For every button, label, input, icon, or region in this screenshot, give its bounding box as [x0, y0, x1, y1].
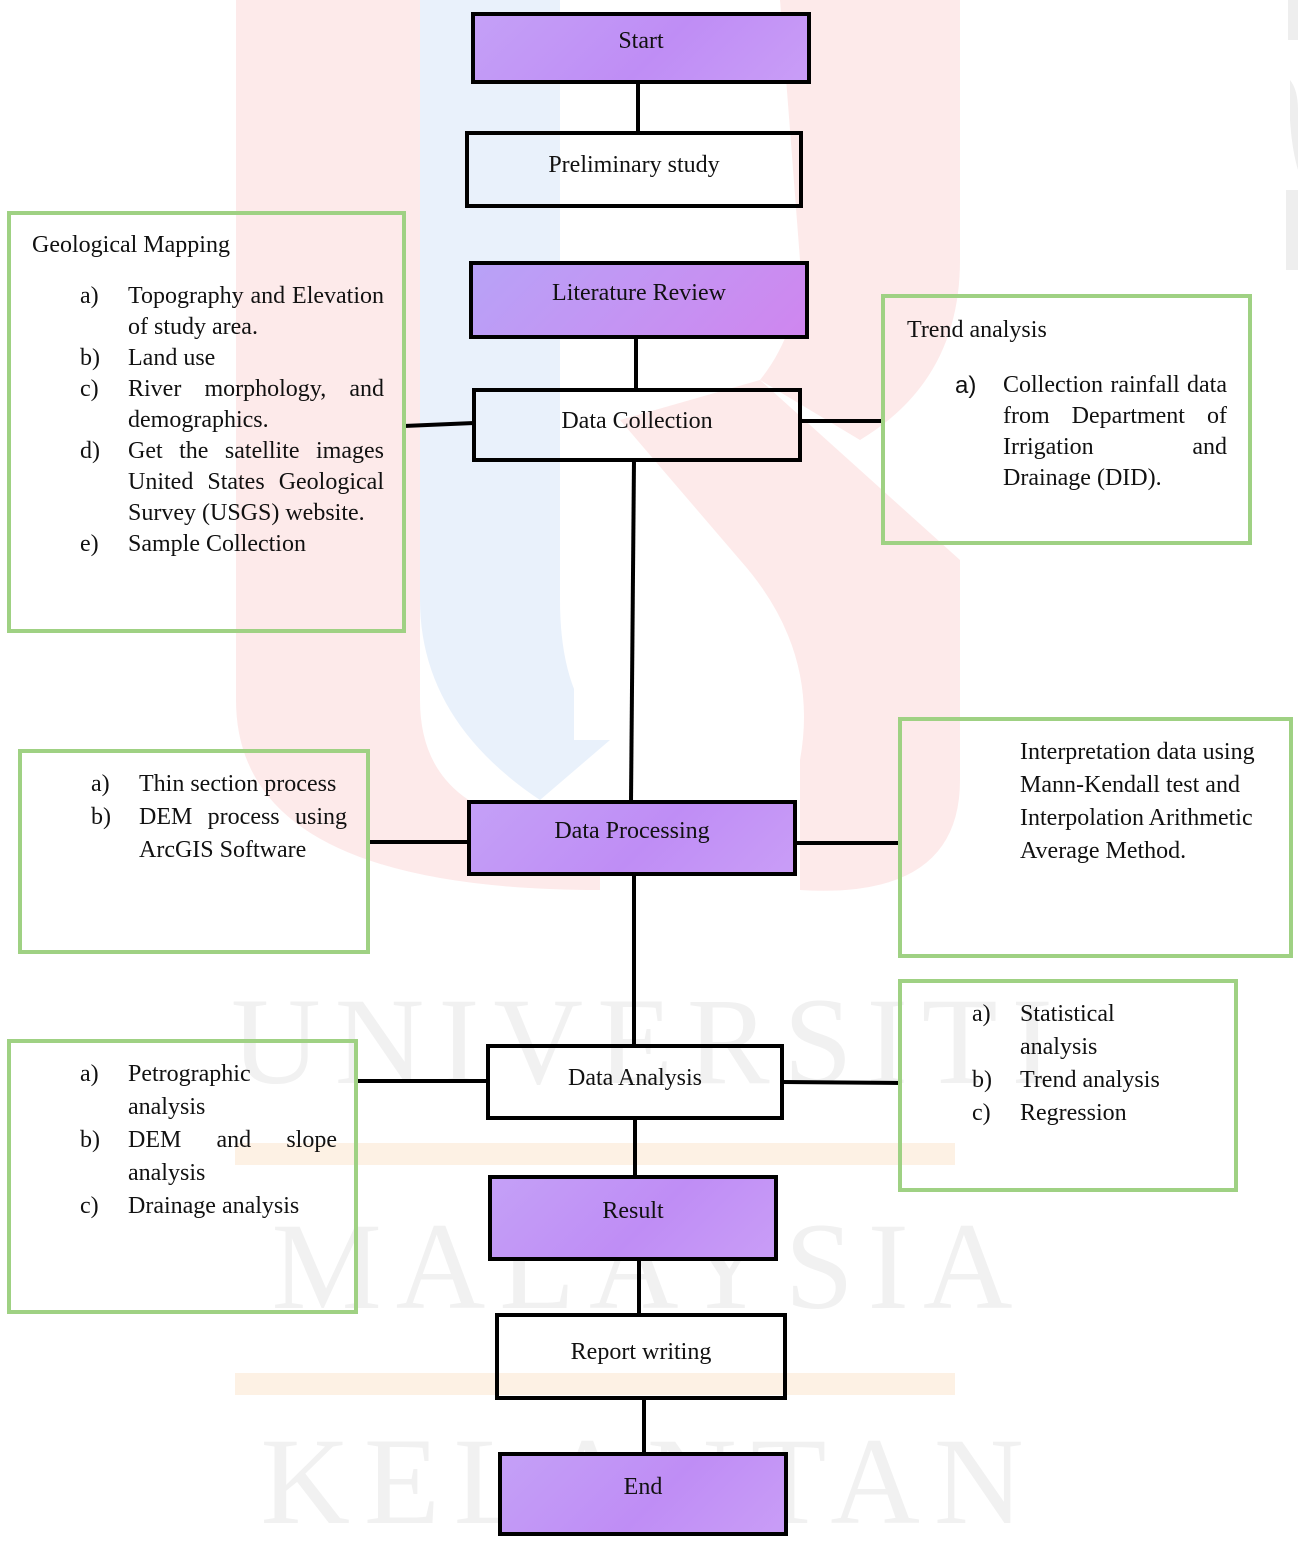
list-marker: c)	[80, 1193, 99, 1219]
list-text: River morphology, and demographics.	[128, 376, 384, 433]
analysis-techniques-note: a)Statistical analysis b)Trend analysis …	[898, 979, 1238, 1192]
interpretation-note: Interpretation data using Mann-Kendall t…	[898, 717, 1293, 958]
literature-review-label: Literature Review	[552, 279, 726, 306]
list-text: Regression	[1020, 1100, 1127, 1126]
result-node: Result	[488, 1175, 778, 1261]
geological-mapping-list: a) Topography and Elevation of study area…	[80, 281, 384, 560]
list-marker: a)	[91, 771, 110, 797]
list-item: a) Thin section process	[91, 768, 347, 801]
data-collection-node: Data Collection	[472, 388, 802, 462]
end-label: End	[623, 1473, 663, 1500]
list-marker: b)	[80, 1127, 100, 1153]
list-item: a) Statistical analysis	[972, 998, 1212, 1064]
list-item: c) Regression	[972, 1097, 1212, 1130]
start-node: Start	[471, 12, 811, 84]
list-text: Collection rainfall data from Department…	[1003, 372, 1227, 491]
list-item: b) Land use	[80, 343, 384, 374]
analysis-methods-list: a) Petrographic analysis b) DEM and slope …	[80, 1058, 337, 1223]
list-text: Petrographic analysis	[128, 1061, 251, 1120]
list-item: b) Trend analysis	[972, 1064, 1212, 1097]
list-item: a) Collection rainfall data from Departme…	[955, 370, 1227, 494]
list-text: Land use	[128, 345, 216, 371]
list-text: Sample Collection	[128, 531, 306, 557]
list-item: c) River morphology, and demographics.	[80, 374, 384, 436]
start-label: Start	[618, 27, 664, 54]
list-item: a) Petrographic analysis	[80, 1058, 337, 1124]
literature-review-node: Literature Review	[469, 261, 809, 339]
trend-analysis-title: Trend analysis	[907, 317, 1047, 343]
list-item: a) Topography and Elevation of study area…	[80, 281, 384, 343]
list-text: Topography and Elevation of study area.	[128, 283, 384, 340]
analysis-methods-note: a) Petrographic analysis b) DEM and slope …	[7, 1039, 358, 1314]
list-marker: e)	[80, 531, 99, 557]
list-text: DEM and slope analysis	[128, 1127, 337, 1186]
processing-methods-note: a) Thin section process b) DEM process usi…	[18, 749, 370, 954]
list-text: Get the satellite images United States G…	[128, 438, 384, 526]
end-node: End	[498, 1452, 788, 1536]
list-marker: b)	[80, 345, 100, 371]
result-label: Result	[602, 1197, 664, 1224]
list-marker: a)	[80, 1061, 99, 1087]
trend-analysis-list: a) Collection rainfall data from Departme…	[955, 370, 1227, 494]
analysis-techniques-list: a)Statistical analysis b)Trend analysis …	[972, 998, 1212, 1130]
data-processing-node: Data Processing	[467, 800, 797, 876]
list-marker: c)	[80, 376, 99, 402]
preliminary-study-node: Preliminary study	[465, 131, 803, 208]
data-analysis-label: Data Analysis	[568, 1064, 702, 1091]
list-item: b) DEM process using ArcGIS Software	[91, 801, 347, 867]
list-item: c) Drainage analysis	[80, 1190, 337, 1223]
list-item: b) DEM and slope analysis	[80, 1124, 337, 1190]
data-analysis-node: Data Analysis	[486, 1044, 784, 1120]
report-writing-label: Report writing	[570, 1339, 712, 1365]
list-marker: b)	[91, 804, 111, 830]
preliminary-study-label: Preliminary study	[548, 152, 720, 178]
connector-collection-processing	[629, 459, 636, 803]
geological-mapping-title: Geological Mapping	[32, 232, 230, 258]
list-marker: b)	[972, 1067, 992, 1093]
list-marker: a)	[955, 372, 977, 399]
data-collection-label: Data Collection	[561, 407, 713, 434]
processing-methods-list: a) Thin section process b) DEM process usi…	[91, 768, 347, 867]
list-marker: c)	[972, 1100, 991, 1126]
list-marker: d)	[80, 438, 100, 464]
list-marker: a)	[972, 1001, 991, 1027]
list-text: Trend analysis	[1020, 1067, 1160, 1093]
list-text: Statistical analysis	[1020, 1001, 1115, 1060]
list-item: e) Sample Collection	[80, 529, 384, 560]
interpretation-text: Interpretation data using Mann-Kendall t…	[1020, 739, 1255, 864]
trend-analysis-note: Trend analysis a) Collection rainfall dat…	[881, 294, 1252, 545]
watermark-stripe	[235, 1373, 955, 1395]
report-writing-node: Report writing	[495, 1313, 787, 1400]
geological-mapping-note: Geological Mapping a) Topography and Elev…	[7, 211, 406, 633]
list-text: DEM process using ArcGIS Software	[139, 804, 347, 863]
data-processing-label: Data Processing	[554, 817, 710, 844]
list-item: d) Get the satellite images United States…	[80, 436, 384, 529]
connector-analysis-stats	[781, 1080, 901, 1085]
list-text: Drainage analysis	[128, 1193, 300, 1219]
list-text: Thin section process	[139, 771, 337, 797]
list-marker: a)	[80, 283, 99, 309]
watermark-stripe	[235, 1143, 955, 1165]
connector-geomap-collection	[403, 421, 475, 428]
